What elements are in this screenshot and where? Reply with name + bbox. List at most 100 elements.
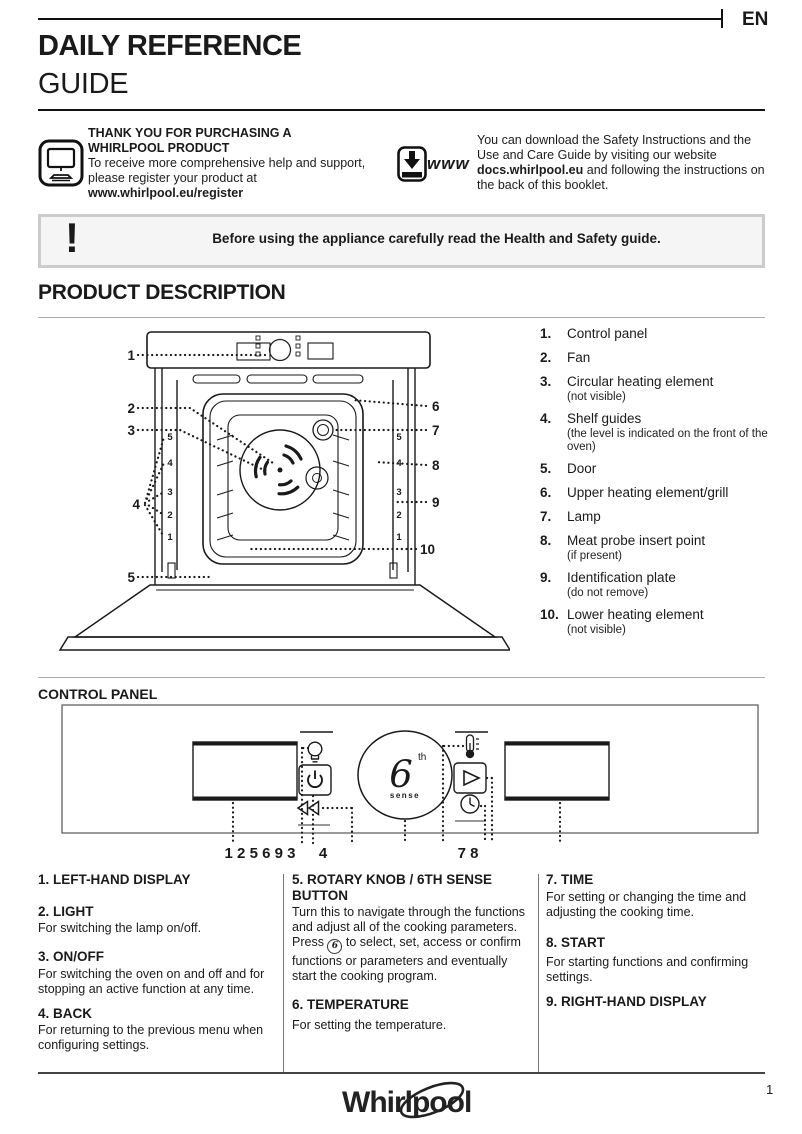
register-body: To receive more comprehensive help and s… [88,155,366,185]
svg-text:7: 7 [432,423,440,438]
svg-text:1: 1 [127,348,135,363]
list-item: 2.Fan [540,349,591,365]
download-text-after: and following the instructions on the ba… [477,163,765,192]
section-rule [38,317,765,318]
list-item: 6.Upper heating element/grill [540,485,729,501]
exclamation-mark-icon: ! [65,214,79,261]
oven-door [58,562,510,651]
shelf-guides [216,434,350,541]
www-label: www [427,154,470,173]
svg-text:1: 1 [396,532,402,543]
svg-text:6: 6 [389,753,413,796]
oven-control-panel [146,331,431,369]
back-icon [296,800,320,816]
register-block: THANK YOU FOR PURCHASING A WHIRLPOOL PRO… [88,126,403,201]
panel-callout-lines [231,744,562,845]
svg-text:Whirlpool: Whirlpool [342,1086,471,1119]
shelf-level-numbers: 5 4 3 2 1 5 4 3 2 1 [167,432,402,543]
rotary-knob: 6 th sense [357,730,453,820]
power-icon [298,764,332,796]
svg-text:4: 4 [167,458,173,469]
svg-text:1 2 5 6 9 3: 1 2 5 6 9 3 [225,845,296,862]
svg-text:5: 5 [167,432,173,443]
control-panel-diagram: 6 th sense [61,704,759,862]
svg-text:2: 2 [127,401,135,416]
register-heading-2: WHIRLPOOL PRODUCT [88,140,230,155]
control-heading: 9. RIGHT-HAND DISPLAY [546,994,707,1010]
list-item: 7.Lamp [540,508,601,524]
bulb-icon [307,741,323,763]
computer-monitor-icon [38,139,84,187]
svg-text:3: 3 [167,487,172,498]
language-badge: EN [742,9,769,30]
register-url: www.whirlpool.eu/register [88,185,244,200]
control-heading: 2. LIGHT [38,903,94,919]
svg-text:3: 3 [127,423,135,438]
svg-text:th: th [418,752,426,763]
list-item: 1.Control panel [540,326,648,341]
register-heading-1: THANK YOU FOR PURCHASING A [88,126,292,140]
oven-body [154,368,416,585]
play-icon [453,762,487,794]
oven-diagram: 5 4 3 2 1 5 4 3 2 1 [58,331,510,651]
page-title-line2: GUIDE [38,68,129,100]
download-url: docs.whirlpool.eu [477,163,584,177]
control-heading: 3. ON/OFF [38,949,105,965]
page-number: 1 [766,1082,774,1097]
column-divider [283,874,284,1072]
logo-swoosh [399,1081,465,1119]
controls-column-2: 5. ROTARY KNOB / 6TH SENSE BUTTON Turn t… [292,872,530,1044]
control-heading: 8. START [546,934,606,950]
thermometer-icon [465,734,479,759]
list-item: 3.Circular heating element(not visible) [540,373,714,403]
svg-text:5: 5 [396,432,402,443]
svg-text:5: 5 [127,570,135,585]
sixth-sense-icon: 6 [327,939,343,955]
control-heading: 6. TEMPERATURE [292,997,409,1013]
controls-column-3: 7. TIME For setting or changing the time… [546,872,768,1012]
download-text-before: You can download the Safety Instructions… [477,133,752,162]
svg-text:4: 4 [319,845,328,862]
footer-rule [38,1072,765,1074]
product-parts-list: 1.Control panel 2.Fan 3.Circular heating… [540,326,790,644]
panel-callout-numbers: 1 2 5 6 9 3 4 7 8 [225,845,479,862]
svg-text:4: 4 [396,458,402,469]
oven-cavity [202,393,364,565]
svg-text:2: 2 [167,510,172,521]
title-rule [38,109,765,111]
svg-text:3: 3 [396,487,401,498]
header-rule [38,18,722,20]
download-text: You can download the Safety Instructions… [477,133,775,193]
list-item: 4.Shelf guides(the level is indicated on… [540,410,768,453]
svg-text:9: 9 [432,495,440,510]
list-item: 9.Identification plate(do not remove) [540,569,676,599]
svg-text:6: 6 [432,399,440,414]
left-hand-display [192,741,298,801]
svg-text:8: 8 [432,458,440,473]
product-description-title: PRODUCT DESCRIPTION [38,281,286,304]
control-heading: 5. ROTARY KNOB / 6TH SENSE BUTTON [292,872,493,903]
svg-text:2: 2 [396,510,401,521]
svg-text:1: 1 [167,532,173,543]
list-item: 8.Meat probe insert point(if present) [540,532,706,562]
callout-numbers: 1 2 3 4 5 6 7 8 9 10 [127,348,440,585]
fan-icon [239,429,321,511]
control-heading: 7. TIME [546,872,594,887]
list-item: 10.Lower heating element(not visible) [540,606,704,636]
callout-lines [136,353,428,579]
clock-icon [460,794,480,814]
probe-socket [305,466,329,490]
section-rule-2 [38,677,765,678]
whirlpool-logo: Whirlpool [342,1081,472,1119]
www-download-icon [397,146,427,182]
header-rule-tick [721,9,723,28]
right-hand-display [504,741,610,801]
warning-box: ! Before using the appliance carefully r… [38,214,765,268]
control-heading: 1. LEFT-HAND DISPLAY [38,872,191,887]
page-title: DAILY REFERENCE [38,30,302,62]
svg-text:10: 10 [420,542,435,557]
lamp-circle [312,419,334,441]
list-item: 5.Door [540,461,597,477]
svg-text:7 8: 7 8 [458,845,479,862]
